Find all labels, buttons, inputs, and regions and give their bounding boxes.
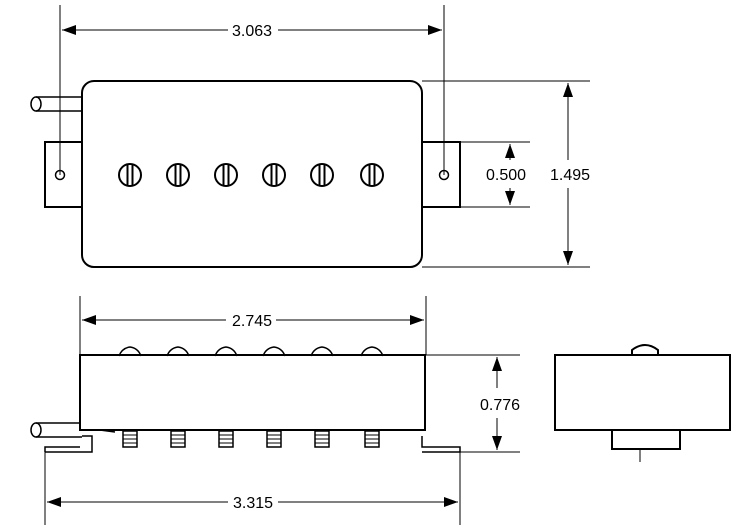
side-lead-wire [30,422,82,438]
top-view: 3.063 0.500 1.495 [30,5,590,268]
side-adjustment-screws [122,430,380,448]
end-pickup-body [554,354,731,431]
dim-side-height: 0.776 [425,354,520,453]
top-pole-piece [118,163,142,187]
end-base [611,429,681,450]
end-view [554,344,731,462]
top-left-mounting-tab [44,141,86,208]
side-pickup-body [79,354,426,431]
dim-side-length: 2.745 [79,296,427,355]
top-pole-piece [310,163,334,187]
top-pole-pieces [118,163,384,187]
dim-side-length-label: 2.745 [232,313,272,330]
dim-body-height: 1.495 [422,80,590,268]
top-pole-piece [360,163,384,187]
dim-base-length: 3.315 [44,452,461,525]
side-pole-top [262,346,286,357]
dim-pole-spacing: 0.500 [460,141,530,208]
side-pole-tops [118,346,384,357]
side-pole-top [214,346,238,357]
top-pole-piece [166,163,190,187]
top-pole-piece [262,163,286,187]
end-pole-top [631,344,659,357]
side-adjustment-screw [218,430,234,448]
top-lead-wire [30,96,85,112]
top-pickup-cover [81,80,423,268]
side-adjustment-screw [170,430,186,448]
side-adjustment-screw [122,430,138,448]
top-pole-piece [214,163,238,187]
side-pole-top [360,346,384,357]
dim-pole-spacing-label: 0.500 [486,167,526,184]
dim-side-height-label: 0.776 [480,397,520,414]
dim-base-length-label: 3.315 [233,495,273,512]
dim-top-width-label: 3.063 [232,23,272,40]
side-adjustment-screw [314,430,330,448]
side-view: 2.745 0.776 3.315 [30,296,520,525]
dim-body-height-label: 1.495 [550,167,590,184]
side-pole-top [118,346,142,357]
side-adjustment-screw [364,430,380,448]
side-pole-top [310,346,334,357]
dim-top-width: 3.063 [59,5,445,175]
side-base-plate [44,435,461,453]
side-pole-top [166,346,190,357]
side-adjustment-screw [266,430,282,448]
